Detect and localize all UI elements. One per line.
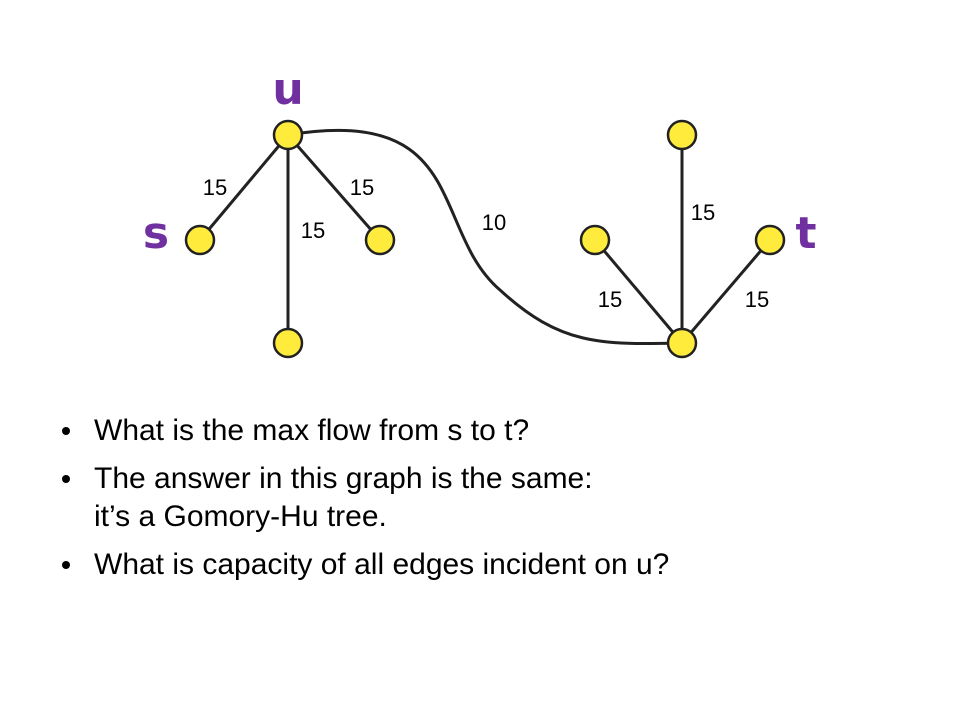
- bullet-list: What is the max flow from s to t? The an…: [62, 412, 942, 594]
- edge-capacity-label: 15: [745, 287, 769, 312]
- node-label-t: t: [795, 208, 816, 259]
- node-label-s: s: [143, 208, 169, 259]
- bullet-text: What is capacity of all edges incident o…: [94, 548, 670, 581]
- node-n5: [666, 327, 698, 359]
- edge-capacity-label: 10: [482, 210, 506, 235]
- node-u: [272, 119, 304, 151]
- node-s: [184, 224, 216, 256]
- edge-capacity-label: 15: [203, 175, 227, 200]
- bullet-dot-icon: [62, 561, 70, 569]
- node-label-u: u: [272, 64, 303, 115]
- edge-n5-t: [680, 239, 772, 344]
- bullet-text: The answer in this graph is the same:: [94, 462, 593, 495]
- bullet-text: What is the max flow from s to t?: [94, 414, 530, 447]
- bullet-item: What is the max flow from s to t?: [62, 412, 942, 450]
- node-n3: [579, 224, 611, 256]
- bullet-item: What is capacity of all edges incident o…: [62, 546, 942, 584]
- node-t: [754, 224, 786, 256]
- edge-capacity-label: 15: [301, 218, 325, 243]
- edge-n5-n3: [593, 239, 684, 344]
- node-n4: [666, 119, 698, 151]
- node-n1: [364, 224, 396, 256]
- edge-u-n5: [287, 128, 683, 346]
- gomory-hu-tree-diagram: 15 15 15 10 15 15 15 u s t: [143, 64, 817, 359]
- edge-capacity-label: 15: [350, 175, 374, 200]
- edge-capacity-label: 15: [691, 200, 715, 225]
- edge-u-s: [198, 134, 290, 241]
- bullet-dot-icon: [62, 475, 70, 483]
- node-n2: [272, 327, 304, 359]
- bullet-dot-icon: [62, 427, 70, 435]
- edge-capacity-label: 15: [598, 287, 622, 312]
- bullet-text-continuation: it’s a Gomory-Hu tree.: [94, 500, 387, 533]
- edge-u-n1: [286, 134, 382, 241]
- bullet-item: The answer in this graph is the same: it…: [62, 460, 942, 536]
